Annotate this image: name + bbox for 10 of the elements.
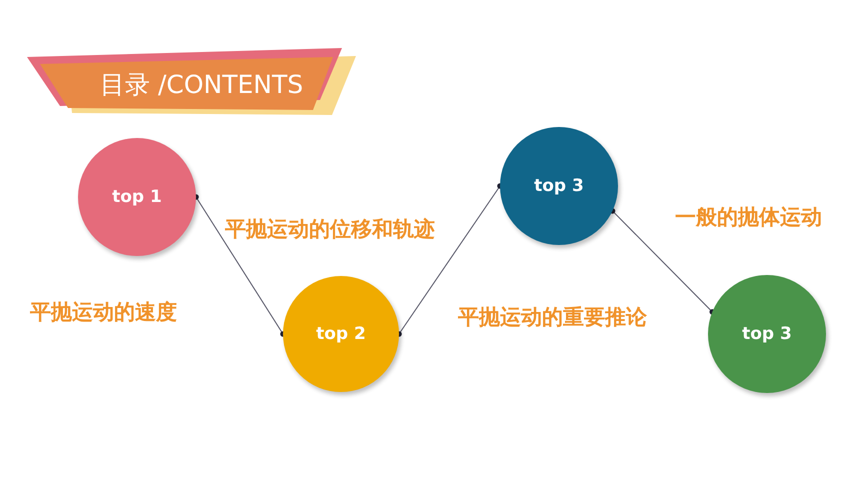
topic-label: 一般的抛体运动 <box>675 207 822 228</box>
circle-node: top 3 <box>500 127 618 245</box>
topic-label: 平抛运动的重要推论 <box>458 307 647 328</box>
topic-label: 平抛运动的位移和轨迹 <box>225 219 435 240</box>
circle-node: top 2 <box>283 276 399 392</box>
connector-line <box>610 208 716 315</box>
topic-label: 平抛运动的速度 <box>30 302 177 323</box>
circle-node: top 3 <box>708 275 826 393</box>
title-text: 目录 /CONTENTS <box>100 70 304 100</box>
circle-node: top 1 <box>78 138 196 256</box>
